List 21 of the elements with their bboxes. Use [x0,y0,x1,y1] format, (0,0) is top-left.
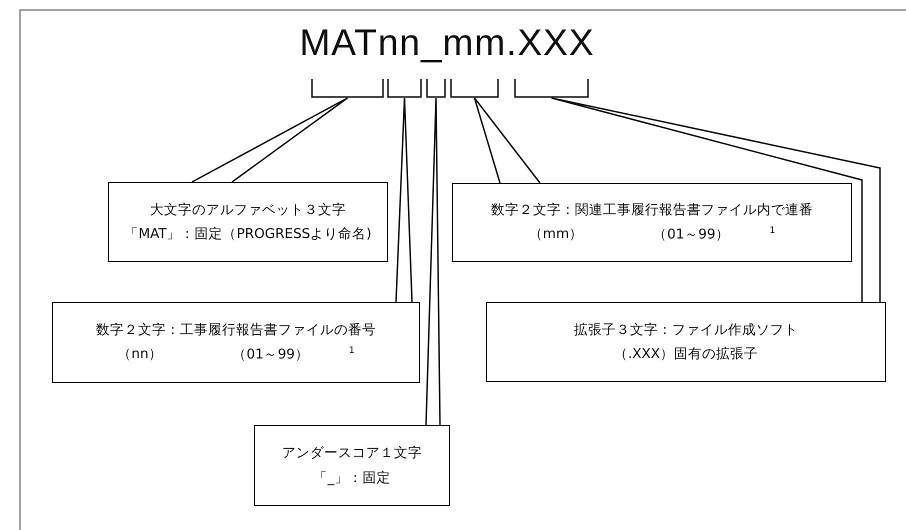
callout-text: （nn） [117,346,163,363]
callout-text: 数字２文字：関連工事履行報告書ファイル内で連番 [491,202,813,218]
file-name-pattern: MATnn_mm.XXX [299,22,595,64]
callout-box [108,182,388,262]
callout-text: 「MAT」：固定（PROGRESSより命名) [124,226,372,242]
callout-tail [191,97,348,183]
callout-text: （.XXX）固有の拡張子 [614,346,758,362]
callout-text: 大文字のアルファベット３文字 [150,202,346,218]
callout-text: アンダースコア１文字 [282,445,422,462]
callout-text: 数字２文字：工事履行報告書ファイルの番号 [96,322,376,338]
callout-box [452,183,852,262]
callout-tail [395,97,413,303]
callout-box [254,425,450,506]
callout-text: 拡張子３文字：ファイル作成ソフト [574,322,798,338]
callout-text: （mm） [528,226,584,243]
callout-tail [474,97,541,184]
callout-text: 「_」：固定 [314,470,390,486]
callout-tail [425,97,441,426]
callout-box [52,302,420,383]
callout-box [486,302,886,382]
callout-tail [550,97,881,303]
